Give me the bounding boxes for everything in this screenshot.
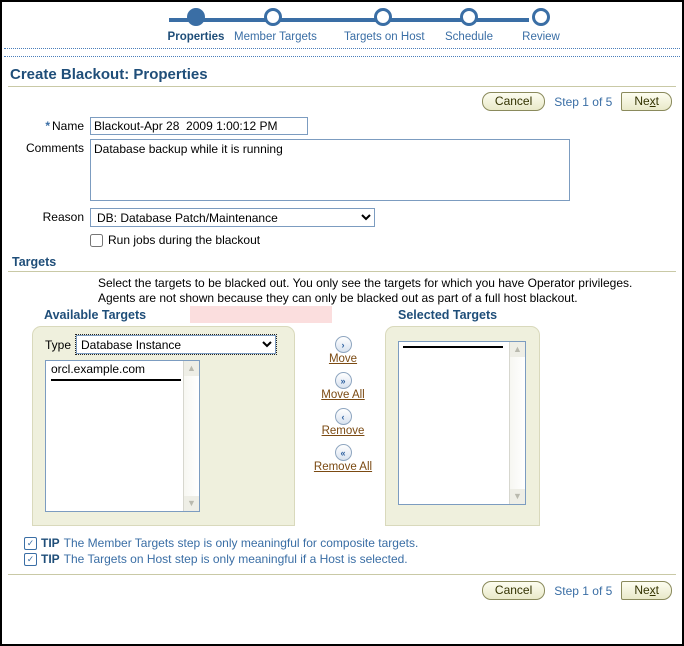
chevron-double-left-icon[interactable]: « (334, 444, 352, 461)
properties-form: *Name Comments Database backup while it … (2, 115, 682, 247)
type-select[interactable]: Database Instance (75, 334, 278, 355)
train-connector-line (169, 18, 529, 22)
name-label: Name (51, 119, 84, 133)
selected-targets-listbox[interactable]: ▲ ▼ (398, 341, 526, 505)
step-indicator-top: Step 1 of 5 (554, 94, 613, 109)
comments-textarea[interactable]: Database backup while it is running (90, 139, 570, 201)
train-step-label: Properties (167, 31, 225, 43)
chevron-double-right-icon[interactable]: » (334, 372, 352, 389)
name-row: *Name (2, 117, 682, 135)
title-rule (8, 86, 676, 87)
type-label: Type (45, 337, 72, 352)
train-step-targets-on-host[interactable]: Targets on Host (344, 8, 425, 43)
remove-all-button-group[interactable]: « Remove All (307, 444, 379, 473)
move-all-button-group[interactable]: » Move All (307, 372, 379, 401)
move-all-button[interactable]: Move All (321, 389, 365, 401)
train-step-properties[interactable]: Properties (157, 8, 235, 43)
selected-targets-panel: ▲ ▼ (385, 326, 540, 526)
name-label-cell: *Name (2, 117, 90, 135)
next-label-post: t (655, 94, 659, 108)
targets-section-title: Targets (12, 255, 57, 269)
list-item[interactable]: orcl.example.com (51, 362, 146, 376)
train-step-label: Schedule (445, 31, 493, 43)
step-indicator-bottom: Step 1 of 5 (554, 583, 613, 598)
tip-word: TIP (41, 552, 60, 566)
move-button-group[interactable]: › Move (307, 336, 379, 365)
train-step-label: Member Targets (234, 31, 317, 43)
required-marker-icon: * (45, 119, 50, 133)
next-accesskey: x (649, 583, 656, 597)
tips-list: ✓ TIP The Member Targets step is only me… (24, 535, 682, 567)
divider-dotted-top (4, 48, 680, 50)
redaction-overlay (190, 306, 332, 323)
train-step-member-targets[interactable]: Member Targets (234, 8, 317, 43)
chevron-right-icon[interactable]: › (334, 336, 352, 353)
reason-control: DB: Database Patch/Maintenance Run jobs … (90, 208, 682, 247)
comments-row: Comments Database backup while it is run… (2, 139, 682, 204)
list-separator (51, 379, 181, 381)
shuttle-move-buttons: › Move » Move All ‹ Remove « Remove All (307, 336, 379, 480)
cancel-button-top[interactable]: Cancel (481, 92, 546, 111)
next-label-pre: Ne (634, 94, 650, 108)
next-label-pre: Ne (634, 583, 650, 597)
bottom-button-bar: Cancel Step 1 of 5 Next (2, 575, 682, 600)
targets-section-rule (8, 271, 676, 272)
scroll-up-icon[interactable]: ▲ (184, 361, 199, 376)
selected-list-scrollbar[interactable]: ▲ ▼ (509, 342, 525, 504)
available-list-scrollbar[interactable]: ▲ ▼ (183, 361, 199, 511)
run-jobs-row: Run jobs during the blackout (90, 233, 682, 247)
remove-all-button[interactable]: Remove All (313, 461, 373, 473)
page-title: Create Blackout: Properties (10, 66, 208, 83)
comments-label: Comments (25, 141, 84, 155)
name-input[interactable] (90, 117, 308, 135)
train-node-icon (374, 8, 392, 26)
tip-check-icon: ✓ (24, 552, 37, 566)
targets-shuttle: Available Targets Selected Targets Type … (2, 306, 682, 533)
selected-targets-heading: Selected Targets (398, 308, 498, 322)
comments-control: Database backup while it is running (90, 139, 682, 204)
tip-row: ✓ TIP The Targets on Host step is only m… (24, 551, 682, 567)
divider-dotted-bottom (4, 56, 680, 58)
run-jobs-checkbox[interactable] (90, 233, 103, 247)
available-targets-listbox[interactable]: orcl.example.com ▲ ▼ (45, 360, 200, 512)
available-targets-heading: Available Targets (44, 308, 147, 322)
train-step-label: Review (522, 31, 560, 43)
remove-button[interactable]: Remove (321, 425, 365, 437)
remove-button-group[interactable]: ‹ Remove (307, 408, 379, 437)
next-label-post: t (655, 583, 659, 597)
train-node-icon (532, 8, 550, 26)
next-button-bottom[interactable]: Next (621, 581, 672, 600)
train-node-icon (264, 8, 282, 26)
train-step-review[interactable]: Review (502, 8, 580, 43)
tip-row: ✓ TIP The Member Targets step is only me… (24, 535, 682, 551)
tip-text: The Targets on Host step is only meaning… (63, 552, 408, 566)
type-filter-row: Type Database Instance (33, 327, 294, 355)
name-control (90, 117, 682, 135)
scroll-down-icon[interactable]: ▼ (510, 489, 525, 504)
top-button-bar: Cancel Step 1 of 5 Next (2, 87, 682, 115)
train-node-icon (187, 8, 205, 26)
footer-rule (8, 574, 676, 575)
tip-word: TIP (41, 536, 60, 550)
available-targets-panel: Type Database Instance orcl.example.com … (32, 326, 295, 526)
move-button[interactable]: Move (328, 353, 358, 365)
list-separator (403, 346, 503, 348)
wizard-train: Properties Member Targets Targets on Hos… (2, 2, 682, 48)
next-button-top[interactable]: Next (621, 92, 672, 111)
reason-label: Reason (42, 210, 84, 224)
cancel-button-bottom[interactable]: Cancel (481, 581, 546, 600)
scroll-down-icon[interactable]: ▼ (184, 496, 199, 511)
chevron-left-icon[interactable]: ‹ (334, 408, 352, 425)
train-step-label: Targets on Host (344, 31, 425, 43)
train-node-icon (460, 8, 478, 26)
run-jobs-label[interactable]: Run jobs during the blackout (108, 233, 261, 247)
tip-check-icon: ✓ (24, 536, 37, 550)
reason-row: Reason DB: Database Patch/Maintenance Ru… (2, 208, 682, 247)
reason-select[interactable]: DB: Database Patch/Maintenance (90, 208, 375, 227)
train-step-schedule[interactable]: Schedule (430, 8, 508, 43)
tip-text: The Member Targets step is only meaningf… (63, 536, 419, 550)
targets-description: Select the targets to be blacked out. Yo… (98, 276, 633, 305)
scroll-up-icon[interactable]: ▲ (510, 342, 525, 357)
next-accesskey: x (649, 94, 656, 108)
